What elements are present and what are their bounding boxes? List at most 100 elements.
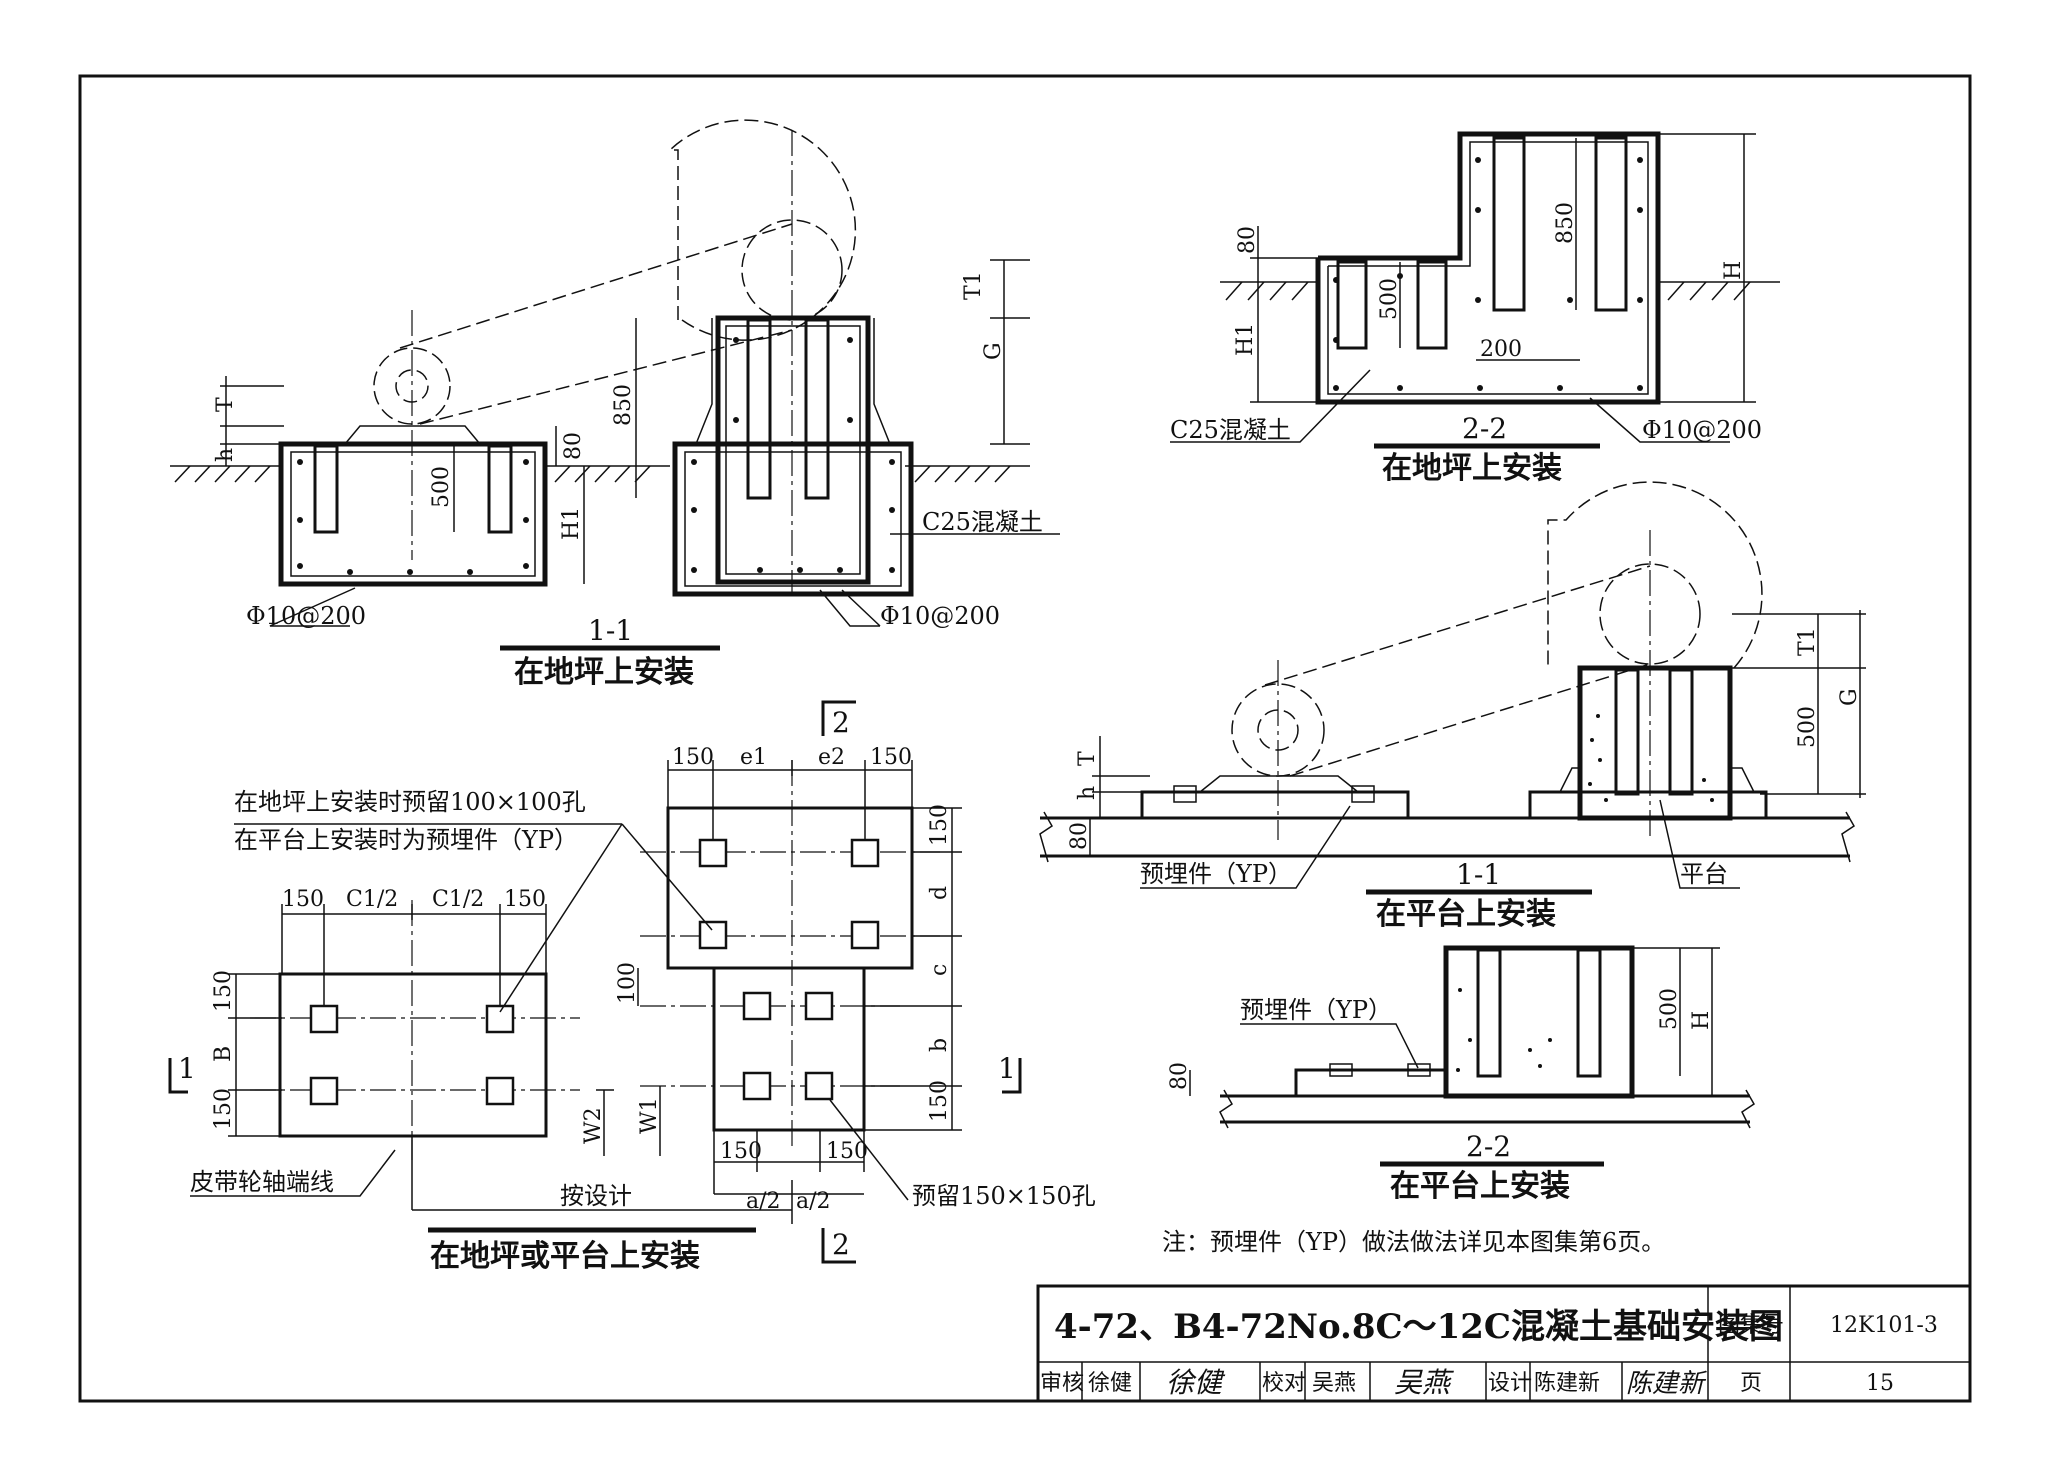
- belt-line-label: 皮带轮轴端线: [190, 1168, 334, 1196]
- dim-b: b: [927, 1038, 952, 1052]
- checker-signature: 吴燕: [1394, 1366, 1454, 1399]
- hole-note-line2: 在平台上安装时为预埋件（YP）: [234, 826, 578, 854]
- dim-H1: H1: [559, 507, 584, 540]
- section-2-2-platform: 80 500 H 预埋件（YP） 2-2 在平台上安装: [1167, 945, 1755, 1204]
- dim-100: 100: [615, 962, 640, 1004]
- dim-h: h: [1075, 786, 1100, 800]
- plan-caption: 在地坪或平台上安装: [430, 1239, 700, 1274]
- section-mark-2-top: 2: [832, 706, 850, 739]
- dim-500: 500: [429, 466, 454, 508]
- review-label: 审核: [1040, 1371, 1084, 1396]
- bolt-hole: [804, 1071, 834, 1101]
- dim-150: 150: [870, 745, 912, 770]
- reserve-hole-label: 预留150×150孔: [912, 1182, 1096, 1210]
- dim-150: 150: [672, 745, 714, 770]
- dim-H: H: [1689, 1011, 1714, 1030]
- dim-T: T: [213, 397, 238, 412]
- section-number: 1-1: [588, 614, 633, 647]
- dim-G: G: [981, 342, 1006, 360]
- dim-500: 500: [1657, 988, 1682, 1030]
- section-caption: 在平台上安装: [1390, 1169, 1570, 1204]
- dim-500: 500: [1377, 278, 1402, 320]
- bolt-hole: [804, 991, 834, 1021]
- section-mark-2-bottom: 2: [832, 1228, 850, 1261]
- dim-H1: H1: [1233, 323, 1258, 356]
- drawing-title: 4-72、B4-72No.8C～12C混凝土基础安装图: [1054, 1307, 1783, 1347]
- dim-a-half: a/2: [796, 1189, 831, 1214]
- dim-200: 200: [1480, 337, 1522, 362]
- dim-H: H: [1721, 261, 1746, 280]
- dim-B: B: [211, 1046, 236, 1062]
- bolt-hole: [698, 920, 728, 950]
- dim-e1: e1: [740, 745, 767, 770]
- design-label: 设计: [1488, 1371, 1532, 1396]
- dim-C1-half: C1/2: [346, 887, 398, 912]
- dim-150: 150: [927, 804, 952, 846]
- embed-label-b: 预埋件（YP）: [1240, 996, 1392, 1024]
- bolt-hole: [309, 1076, 339, 1106]
- bolt-hole: [850, 920, 880, 950]
- page-number: 15: [1866, 1371, 1894, 1396]
- section-mark-1-left: 1: [178, 1052, 196, 1085]
- check-label: 校对: [1262, 1371, 1306, 1396]
- bolt-hole: [309, 1004, 339, 1034]
- hole-note-line1: 在地坪上安装时预留100×100孔: [234, 788, 586, 816]
- section-number: 1-1: [1456, 858, 1501, 891]
- page-label: 页: [1740, 1371, 1762, 1396]
- dim-150: 150: [211, 1088, 236, 1130]
- dim-W2: W2: [581, 1107, 606, 1144]
- dim-150: 150: [211, 970, 236, 1012]
- dim-150: 150: [282, 887, 324, 912]
- reviewer-name: 徐健: [1088, 1371, 1132, 1396]
- dim-T: T: [1075, 751, 1100, 766]
- platform-label: 平台: [1680, 860, 1728, 888]
- atlas-number: 12K101-3: [1830, 1313, 1938, 1338]
- dim-G: G: [1837, 688, 1862, 706]
- designer-signature: 陈建新: [1626, 1369, 1708, 1399]
- dim-h: h: [213, 448, 238, 462]
- dim-500: 500: [1795, 706, 1820, 748]
- dim-e2: e2: [818, 745, 845, 770]
- rebar-label-b: Φ10@200: [880, 602, 1000, 630]
- rebar-label-a: Φ10@200: [246, 602, 366, 630]
- rebar-label-c: Φ10@200: [1642, 416, 1762, 444]
- bolt-hole: [698, 838, 728, 868]
- title-block: 4-72、B4-72No.8C～12C混凝土基础安装图 图集号 12K101-3…: [1036, 1284, 1972, 1403]
- section-number: 2-2: [1462, 412, 1507, 445]
- embed-label-a: 预埋件（YP）: [1140, 860, 1292, 888]
- dim-80: 80: [561, 432, 586, 460]
- section-number: 2-2: [1466, 1130, 1511, 1163]
- bolt-hole: [742, 1071, 772, 1101]
- dim-T1: T1: [1795, 627, 1820, 656]
- sheet-border: [78, 74, 1972, 1403]
- dim-d: d: [927, 886, 952, 900]
- dim-850: 850: [1553, 202, 1578, 244]
- dim-850: 850: [611, 384, 636, 426]
- dim-150: 150: [826, 1139, 868, 1164]
- dim-C1-half: C1/2: [432, 887, 484, 912]
- atlas-label: 图集号: [1718, 1313, 1784, 1338]
- designer-name: 陈建新: [1534, 1371, 1600, 1396]
- concrete-label-a: C25混凝土: [922, 508, 1043, 536]
- dim-150: 150: [927, 1080, 952, 1122]
- concrete-label-b: C25混凝土: [1170, 416, 1291, 444]
- dim-80: 80: [1067, 822, 1092, 850]
- dim-150: 150: [720, 1139, 762, 1164]
- dim-150: 150: [504, 887, 546, 912]
- section-caption: 在地坪上安装: [1382, 451, 1562, 486]
- section-caption: 在平台上安装: [1376, 897, 1556, 932]
- section-2-2-ground: 80 H1 500 200 850 H C25混凝土 Φ10@200 2-2 在…: [1170, 131, 1780, 486]
- dim-c: c: [927, 964, 952, 976]
- dim-W1: W1: [637, 1097, 662, 1134]
- reviewer-signature: 徐健: [1166, 1366, 1226, 1399]
- plan-view: 150 C1/2 C1/2 150 150 B 150 W2 皮带轮轴端线 按设…: [168, 700, 1096, 1274]
- by-design-label: 按设计: [560, 1182, 632, 1210]
- dim-80: 80: [1167, 1062, 1192, 1090]
- section-1-1-platform: T h 80 T1 500 G 预埋件（YP） 平台 1-1 在平台上安装: [1039, 481, 1866, 932]
- section-mark-1-right: 1: [998, 1052, 1016, 1085]
- bolt-hole: [742, 991, 772, 1021]
- checker-name: 吴燕: [1312, 1371, 1356, 1396]
- section-1-1-ground: T h 80 500 H1 850 T1 G Φ10@200 C25混凝土 Φ1…: [170, 119, 1060, 690]
- bolt-hole: [485, 1004, 515, 1034]
